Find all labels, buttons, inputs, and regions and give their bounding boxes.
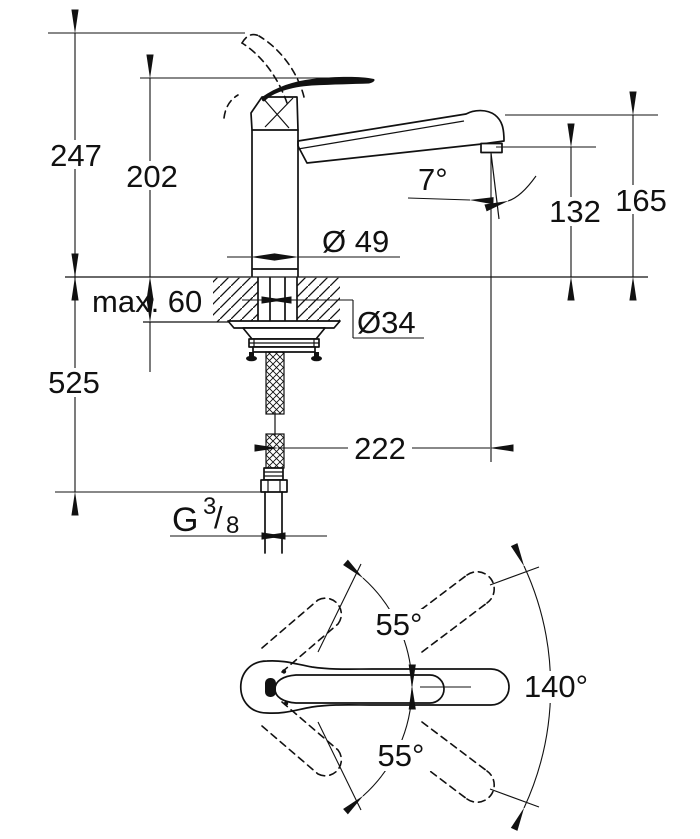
handle-raised-dashed bbox=[223, 33, 305, 119]
side-view: 247 202 165 132 7° Ø 49 max. 60 bbox=[48, 9, 668, 554]
aerator bbox=[480, 142, 503, 154]
dim-dia34-label: Ø34 bbox=[357, 305, 416, 340]
handle-top-outline bbox=[239, 659, 510, 715]
dim-202-label: 202 bbox=[126, 159, 178, 194]
dim-247-label: 247 bbox=[50, 138, 102, 173]
top-view: 55° 55° 140° bbox=[239, 543, 597, 831]
dim-525-label: 525 bbox=[48, 365, 100, 400]
dim-dia49-label: Ø 49 bbox=[322, 224, 389, 259]
dim-55deg-lower-label: 55° bbox=[378, 738, 425, 773]
handle-cap-slot bbox=[265, 678, 276, 697]
mounting-hardware bbox=[227, 320, 341, 362]
dim-thread-label: G 3 / 8 bbox=[172, 493, 239, 539]
handle bbox=[250, 76, 375, 131]
thread-sub: 8 bbox=[226, 512, 239, 539]
spout bbox=[297, 109, 505, 220]
dim-165-label: 165 bbox=[615, 183, 667, 218]
dim-max60-label: max. 60 bbox=[92, 284, 202, 319]
dimensions: 247 202 165 132 7° Ø 49 max. 60 bbox=[48, 9, 668, 540]
lever-blade bbox=[261, 76, 375, 102]
dim-55deg-upper-label: 55° bbox=[376, 607, 423, 642]
stream-line bbox=[490, 152, 500, 220]
thread-slash: / bbox=[214, 500, 223, 535]
thread-g: G bbox=[172, 501, 198, 539]
angle-dimensions: 55° 55° 140° bbox=[317, 543, 597, 831]
dim-222-label: 222 bbox=[354, 431, 406, 466]
supply-hose bbox=[260, 351, 288, 554]
faucet-body bbox=[251, 129, 299, 322]
dim-132-label: 132 bbox=[549, 194, 601, 229]
thread-sup: 3 bbox=[203, 493, 216, 520]
dim-140deg-label: 140° bbox=[524, 669, 588, 704]
dim-7deg-label: 7° bbox=[418, 162, 448, 197]
